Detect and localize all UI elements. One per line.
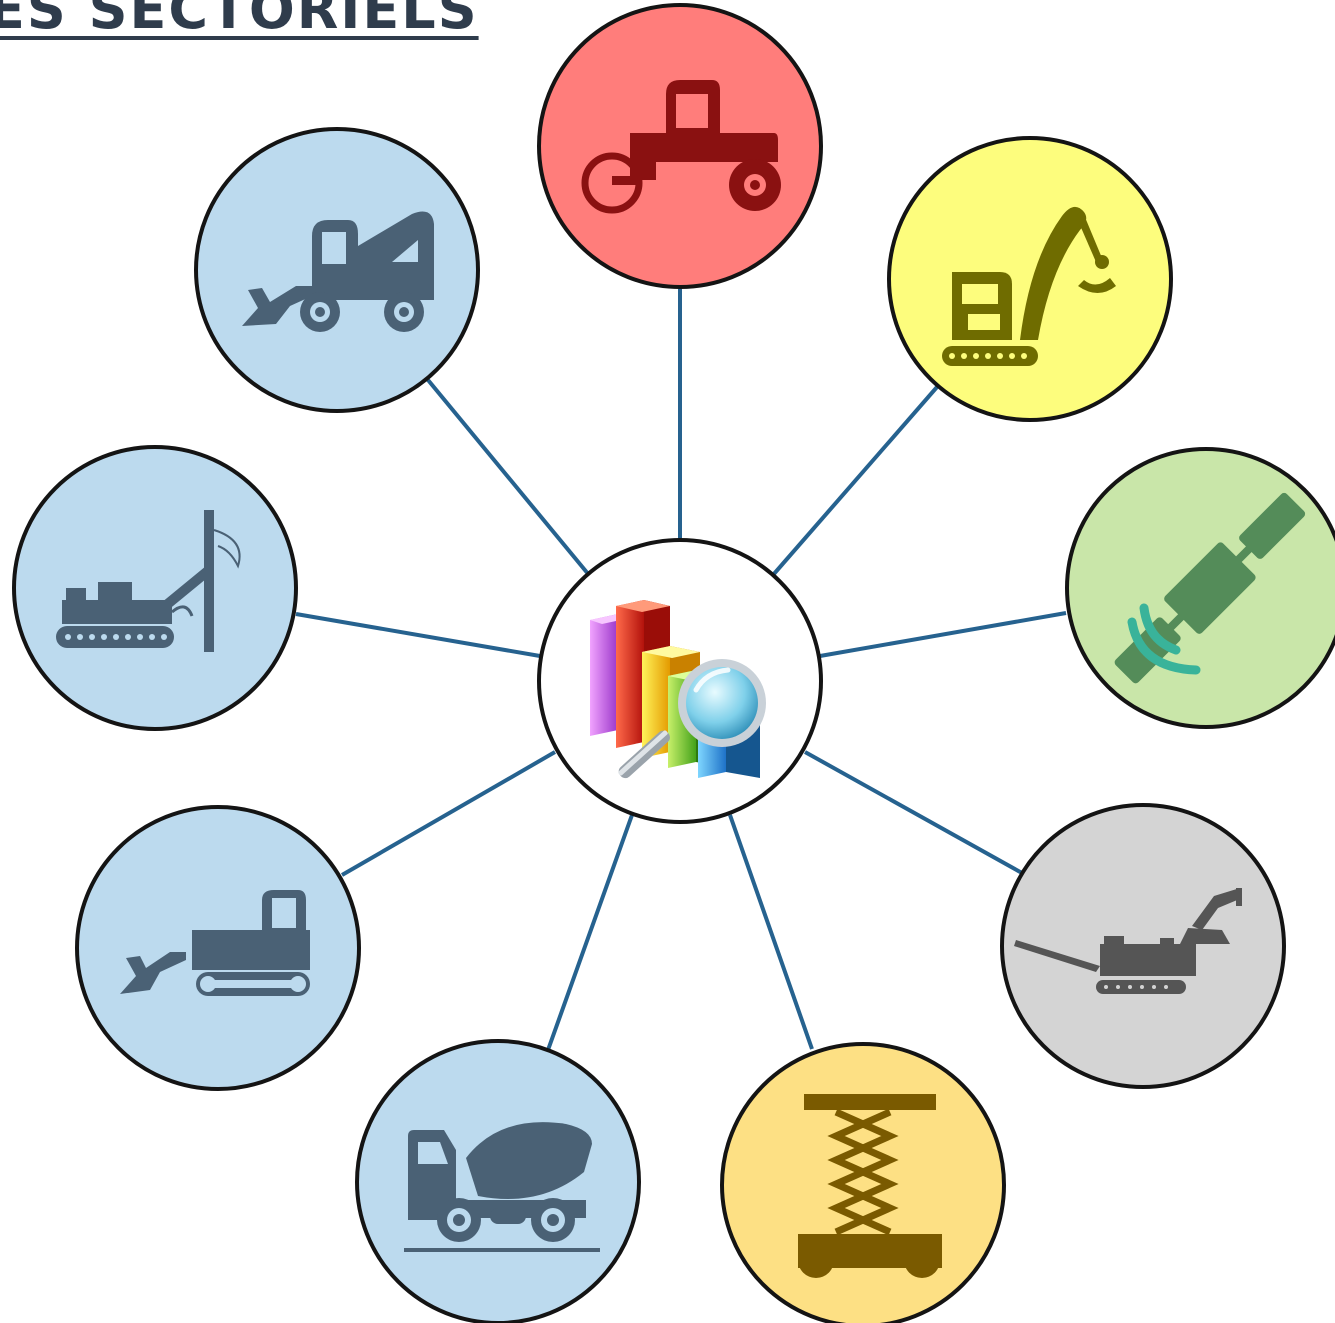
sector-node-gps-satellite[interactable] — [1065, 447, 1335, 729]
signal-waves-icon — [1127, 603, 1201, 675]
mobile-crusher-icon — [1014, 888, 1242, 994]
connector-line — [819, 611, 1067, 658]
concrete-mixer-truck-icon — [404, 1122, 600, 1252]
sector-node-mobile-crusher[interactable] — [1000, 803, 1286, 1089]
sector-node-piling-rig[interactable] — [12, 445, 298, 731]
connector-line — [804, 750, 1023, 875]
hub-node[interactable] — [537, 538, 823, 824]
connector-line — [728, 814, 814, 1050]
connector-line — [340, 750, 557, 877]
piling-rig-icon — [56, 510, 241, 652]
connector-lines — [295, 286, 1067, 1051]
gps-satellite-icon — [1114, 492, 1306, 684]
scissor-lift-icon — [798, 1094, 942, 1278]
bar-chart-magnifier-icon — [590, 600, 766, 779]
connector-line — [771, 385, 939, 577]
sector-node-wheel-loader[interactable] — [194, 127, 480, 413]
road-roller-icon — [581, 80, 781, 214]
mini-excavator-icon — [942, 206, 1116, 366]
sector-node-road-roller[interactable] — [537, 3, 823, 289]
crawler-dozer-icon — [120, 890, 310, 996]
connector-line — [426, 378, 591, 577]
sector-node-scissor-lift[interactable] — [720, 1042, 1006, 1323]
page-title: ES SECTORIELS — [0, 0, 479, 41]
sector-node-mini-excavator[interactable] — [887, 136, 1173, 422]
wheel-loader-icon — [242, 211, 434, 332]
connector-line — [546, 814, 634, 1051]
sector-node-crawler-dozer[interactable] — [75, 805, 361, 1091]
connector-line — [295, 612, 541, 658]
sector-node-concrete-mixer-truck[interactable] — [355, 1039, 641, 1323]
